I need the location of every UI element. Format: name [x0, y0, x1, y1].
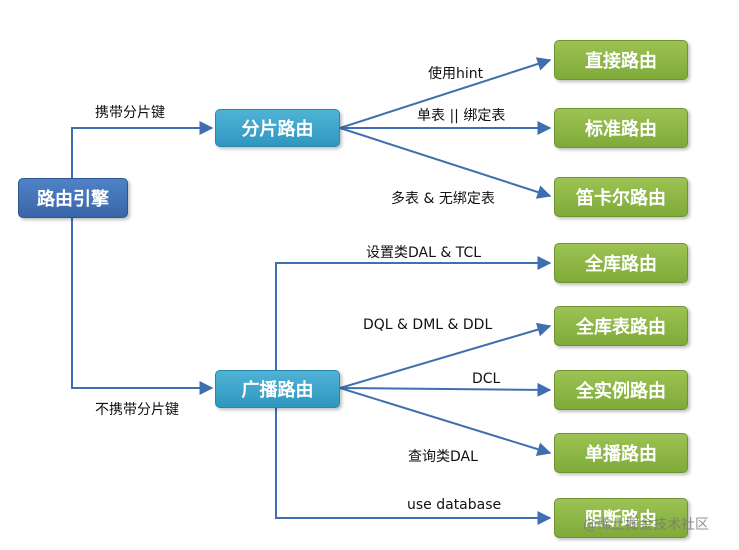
- node-broadcast-routing: 广播路由: [215, 370, 340, 408]
- node-broadcast-routing-label: 广播路由: [241, 380, 314, 401]
- node-db-table-full-routing-label: 全库表路由: [576, 317, 666, 338]
- node-direct-routing: 直接路由: [554, 40, 688, 80]
- node-direct-routing-label: 直接路由: [585, 51, 657, 72]
- node-unicast-routing-label: 单播路由: [585, 444, 657, 465]
- edge-label-query-dal: 查询类DAL: [408, 449, 478, 465]
- node-routing-engine-label: 路由引擎: [37, 189, 109, 210]
- node-instance-full-routing: 全实例路由: [554, 370, 688, 410]
- node-standard-routing: 标准路由: [554, 108, 688, 148]
- node-cartesian-routing-label: 笛卡尔路由: [576, 188, 666, 209]
- node-standard-routing-label: 标准路由: [585, 119, 657, 140]
- node-shard-routing-label: 分片路由: [241, 119, 314, 140]
- edge-broadcast-unicast: [339, 387, 552, 456]
- watermark: @稀土掘金技术社区: [583, 517, 709, 533]
- node-block-routing-label: 阻断路由: [585, 509, 657, 530]
- node-instance-full-routing-label: 全实例路由: [576, 381, 666, 402]
- node-shard-routing: 分片路由: [215, 109, 340, 147]
- edge-label-dql-dml-ddl: DQL & DML & DDL: [363, 317, 493, 333]
- edge-label-with-shard-key: 携带分片键: [95, 105, 165, 121]
- edge-shard-direct: [339, 57, 552, 129]
- edge-label-without-shard-key: 不携带分片键: [95, 402, 179, 418]
- edge-broadcast-instancefull: [339, 382, 552, 397]
- edge-engine-shard: [71, 121, 214, 178]
- node-routing-engine: 路由引擎: [18, 178, 128, 218]
- node-db-full-routing-label: 全库路由: [585, 254, 657, 275]
- node-unicast-routing: 单播路由: [554, 433, 688, 473]
- edge-label-use-database: use database: [407, 497, 502, 513]
- edge-label-single-or-bound: 单表 || 绑定表: [417, 108, 506, 124]
- edge-label-use-hint: 使用hint: [428, 66, 484, 82]
- node-db-full-routing: 全库路由: [554, 243, 688, 283]
- edge-label-multi-unbound: 多表 & 无绑定表: [391, 191, 495, 207]
- node-cartesian-routing: 笛卡尔路由: [554, 177, 688, 217]
- edge-label-dcl: DCL: [472, 371, 501, 387]
- edge-broadcast-dbtablefull: [339, 322, 552, 389]
- edge-label-set-dal-tcl: 设置类DAL & TCL: [366, 245, 482, 261]
- edge-engine-broadcast: [71, 218, 214, 395]
- edge-shard-cartesian: [339, 127, 552, 199]
- edge-broadcast-dbfull: [275, 256, 552, 370]
- node-db-table-full-routing: 全库表路由: [554, 306, 688, 346]
- node-block-routing: 阻断路由: [554, 498, 688, 538]
- edge-broadcast-block: [275, 406, 552, 525]
